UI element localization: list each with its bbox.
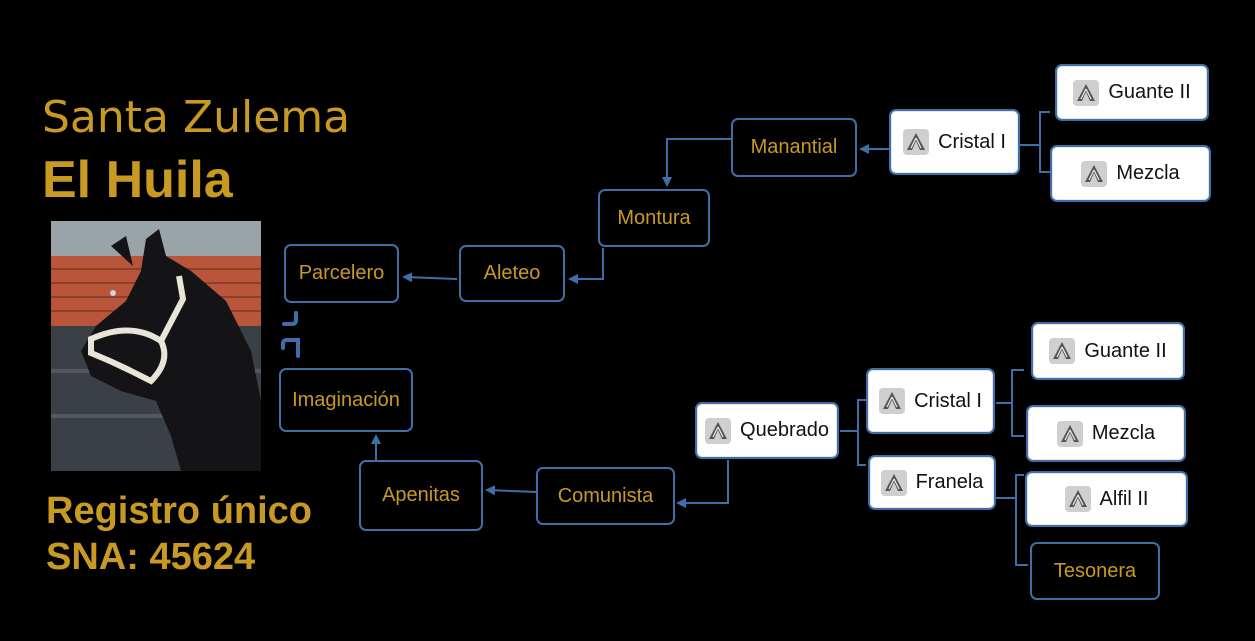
node-montura: Montura: [598, 189, 710, 247]
node-manantial: Manantial: [731, 118, 857, 177]
node-imaginacion: Imaginación: [279, 368, 413, 432]
node-guante-top: Guante II: [1055, 64, 1209, 121]
node-aleteo: Aleteo: [459, 245, 565, 302]
node-cristal-bottom: Cristal I: [866, 368, 995, 434]
horseshoe-icon: [880, 469, 907, 496]
node-label: Guante II: [1108, 81, 1191, 103]
node-tesonera: Tesonera: [1030, 542, 1160, 600]
horseshoe-icon: [903, 129, 930, 155]
node-label: Franela: [915, 471, 984, 493]
node-label: Alfil II: [1099, 487, 1149, 510]
node-label: Cristal I: [914, 389, 982, 412]
node-mezcla-top: Mezcla: [1050, 145, 1211, 202]
horse-name: El Huila: [42, 151, 233, 209]
node-guante-bottom: Guante II: [1031, 322, 1185, 380]
node-apenitas: Apenitas: [359, 460, 483, 531]
node-label: Mezcla: [1116, 162, 1180, 184]
node-franela: Franela: [868, 455, 996, 510]
registry-number: SNA: 45624: [46, 536, 256, 578]
node-label: Guante II: [1084, 339, 1167, 362]
node-label: Mezcla: [1091, 422, 1156, 444]
node-comunista: Comunista: [536, 467, 675, 525]
node-label: Quebrado: [740, 419, 829, 441]
horseshoe-icon: [1056, 420, 1083, 447]
node-cristal-top: Cristal I: [889, 109, 1020, 175]
horseshoe-icon: [1049, 338, 1076, 364]
horse-photo: [51, 221, 261, 471]
horseshoe-icon: [879, 388, 906, 414]
horseshoe-icon: [1064, 486, 1091, 512]
node-parcelero: Parcelero: [284, 244, 399, 303]
registry-label: Registro único: [46, 490, 313, 532]
node-label: Cristal I: [938, 130, 1006, 153]
horseshoe-icon: [1081, 160, 1108, 187]
farm-name: Santa Zulema: [42, 92, 351, 143]
node-alfil: Alfil II: [1025, 471, 1188, 527]
horseshoe-icon: [705, 417, 732, 444]
horseshoe-icon: [1073, 79, 1100, 106]
node-mezcla-bottom: Mezcla: [1026, 405, 1186, 462]
node-quebrado: Quebrado: [695, 402, 839, 459]
